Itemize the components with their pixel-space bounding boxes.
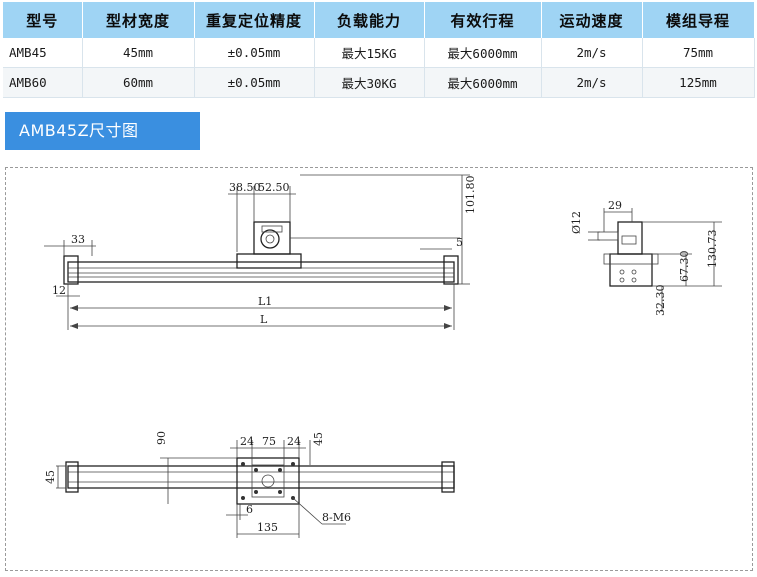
dim-width: 29 [608, 199, 622, 212]
table-cell: 60mm [82, 67, 195, 98]
header-cell: 型材宽度 [82, 2, 195, 38]
header-cell: 型号 [3, 2, 83, 38]
table-cell: 最大6000mm [424, 67, 542, 98]
carriage [236, 253, 302, 269]
dim-135: 135 [257, 521, 278, 534]
side-hole [631, 269, 637, 275]
drawing-frame [5, 167, 753, 571]
arrow-head [444, 323, 452, 329]
dim-motor-left: 38.50 [229, 181, 261, 194]
side-flange [603, 253, 659, 265]
arrow-head [444, 305, 452, 311]
dim-75: 75 [262, 435, 276, 448]
header-cell: 重复定位精度 [194, 2, 315, 38]
end-cap-left [63, 255, 79, 285]
dim-24b: 24 [287, 435, 301, 448]
dim-24a: 24 [240, 435, 254, 448]
end-cap-right [443, 255, 459, 285]
table-row: AMB60 60mm ±0.05mm 最大30KG 最大6000mm 2m/s … [3, 67, 755, 98]
table-cell: ±0.05mm [194, 38, 315, 68]
section-title: AMB45Z尺寸图 [5, 112, 200, 150]
dim-l: L [260, 313, 268, 326]
header-cell: 模组导程 [642, 2, 755, 38]
top-end-right [441, 461, 455, 493]
dim-height: 101.80 [464, 176, 477, 215]
table-cell: ±0.05mm [194, 67, 315, 98]
top-end-left [65, 461, 79, 493]
table-cell: 最大15KG [314, 38, 425, 68]
center-hole [261, 474, 275, 488]
dim-shaft: Ø12 [570, 211, 583, 234]
motor-top [261, 225, 283, 233]
side-view: 29 Ø12 130.73 67.30 32.30 [570, 199, 722, 316]
side-body [609, 253, 653, 287]
dim-base: 12 [52, 284, 66, 297]
arrow-head [70, 323, 78, 329]
spec-header-row: 型号 型材宽度 重复定位精度 负载能力 有效行程 运动速度 模组导程 [3, 2, 755, 38]
dim-low-h: 32.30 [654, 285, 667, 317]
dim-45-right: 45 [312, 432, 325, 446]
dim-45-left: 45 [44, 470, 57, 484]
top-view: 90 24 75 24 45 45 6 135 8-M6 [44, 431, 455, 538]
motor-block [253, 221, 291, 255]
side-hole [619, 269, 625, 275]
leader-line [292, 497, 323, 525]
mount-hole [241, 496, 245, 500]
dim-mid-h: 67.30 [678, 251, 691, 283]
motor-shaft [260, 229, 280, 249]
table-cell: 2m/s [541, 67, 643, 98]
top-rail [67, 465, 455, 489]
side-motor [617, 221, 643, 255]
table-row: AMB45 45mm ±0.05mm 最大15KG 最大6000mm 2m/s … [3, 38, 755, 68]
side-hole [631, 277, 637, 283]
mount-hole [254, 490, 258, 494]
table-cell: 45mm [82, 38, 195, 68]
hole-label: 8-M6 [322, 511, 351, 524]
arrow-head [70, 305, 78, 311]
dim-l1: L1 [258, 295, 272, 308]
side-shaft [597, 231, 619, 241]
table-cell: AMB45 [3, 38, 83, 68]
header-cell: 负载能力 [314, 2, 425, 38]
table-cell: 125mm [642, 67, 755, 98]
header-cell: 运动速度 [541, 2, 643, 38]
table-cell: 最大6000mm [424, 38, 542, 68]
header-cell: 有效行程 [424, 2, 542, 38]
front-view: 38.50 52.50 101.80 5 33 12 L1 L [44, 174, 477, 330]
spec-table: 型号 型材宽度 重复定位精度 负载能力 有效行程 运动速度 模组导程 AMB45… [3, 2, 755, 98]
side-hole [619, 277, 625, 283]
dim-6: 6 [246, 503, 253, 516]
top-carriage [236, 457, 300, 505]
dim-90: 90 [155, 431, 168, 445]
rail-body [67, 261, 455, 283]
table-cell: 2m/s [541, 38, 643, 68]
dim-end: 33 [71, 233, 85, 246]
mount-hole [278, 468, 282, 472]
mount-hole [278, 490, 282, 494]
top-carriage-center [251, 464, 285, 498]
table-cell: 75mm [642, 38, 755, 68]
dim-total-h: 130.73 [706, 230, 719, 269]
mount-hole [254, 468, 258, 472]
dim-motor-right: 52.50 [258, 181, 290, 194]
side-slot [621, 235, 637, 245]
dim-offset: 5 [456, 236, 463, 249]
table-cell: AMB60 [3, 67, 83, 98]
mount-hole [291, 462, 295, 466]
motor-shaft-inner [265, 234, 275, 244]
table-cell: 最大30KG [314, 67, 425, 98]
mount-hole [241, 462, 245, 466]
